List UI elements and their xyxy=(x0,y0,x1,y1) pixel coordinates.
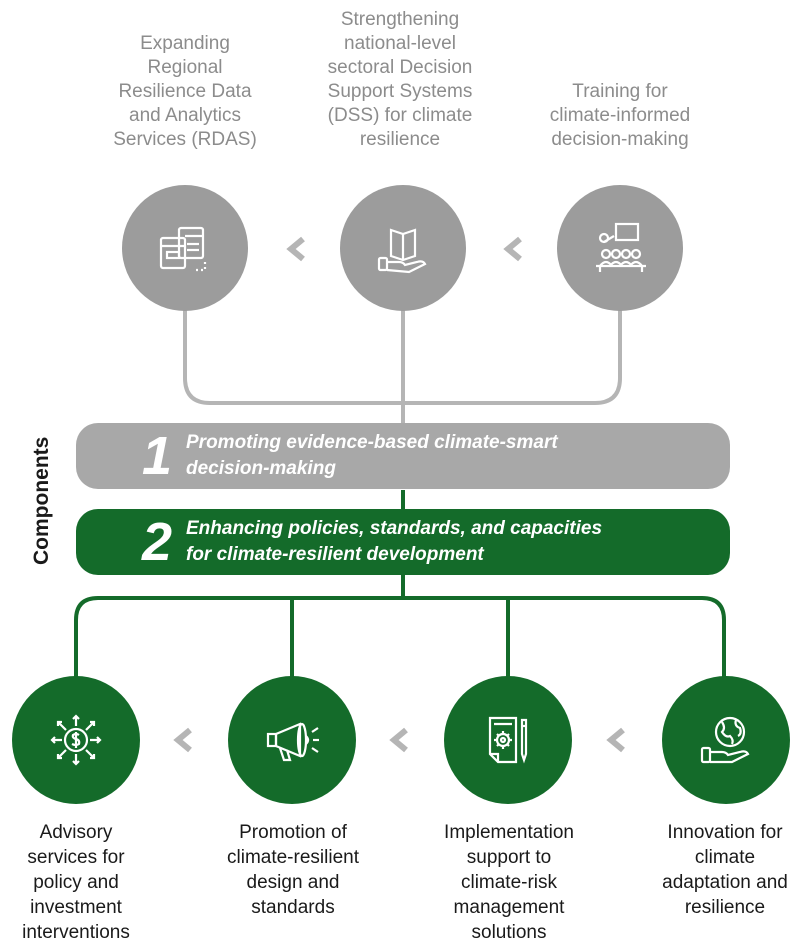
implementation-circle xyxy=(444,676,572,804)
money-arrows-icon xyxy=(50,714,102,766)
globe-hand-icon xyxy=(700,716,750,764)
component-1-bar: 1 Promoting evidence-based climate-smart… xyxy=(76,423,730,489)
component-2-text: Enhancing policies, standards, and capac… xyxy=(186,518,603,565)
component-2-bar: 2 Enhancing policies, standards, and cap… xyxy=(76,509,730,575)
innovation-circle xyxy=(662,676,790,804)
training-circle xyxy=(557,185,683,311)
bottom-label-promotion: Promotion of climate-resilient design an… xyxy=(227,822,359,918)
top-label-dss: Strengthening national-level sectoral De… xyxy=(327,9,473,150)
top-label-training: Training for climate-informed decision-m… xyxy=(549,81,691,150)
chevron-left-icon xyxy=(503,236,522,262)
training-class-icon xyxy=(596,222,646,272)
book-hand-icon xyxy=(377,228,427,274)
chevron-left-icon xyxy=(286,236,305,262)
document-gear-icon xyxy=(488,716,528,764)
megaphone-icon xyxy=(266,722,319,762)
chevron-left-icon xyxy=(389,727,408,753)
component-2-number: 2 xyxy=(141,512,172,572)
dss-circle xyxy=(340,185,466,311)
bottom-label-implementation: Implementation support to climate-risk m… xyxy=(444,822,574,943)
data-storage-icon xyxy=(159,226,207,272)
component-1-number: 1 xyxy=(141,426,172,486)
advisory-circle xyxy=(12,676,140,804)
promotion-circle xyxy=(228,676,356,804)
chevron-left-icon xyxy=(606,727,625,753)
component-1-text: Promoting evidence-based climate-smart d… xyxy=(186,432,558,479)
bottom-label-advisory: Advisory services for policy and investm… xyxy=(22,822,130,943)
top-label-rdas: Expanding Regional Resilience Data and A… xyxy=(113,33,257,150)
rdas-circle xyxy=(122,185,248,311)
chevron-left-icon xyxy=(173,727,192,753)
bottom-label-innovation: Innovation for climate adaptation and re… xyxy=(662,822,788,918)
components-side-label: Components xyxy=(30,436,53,565)
